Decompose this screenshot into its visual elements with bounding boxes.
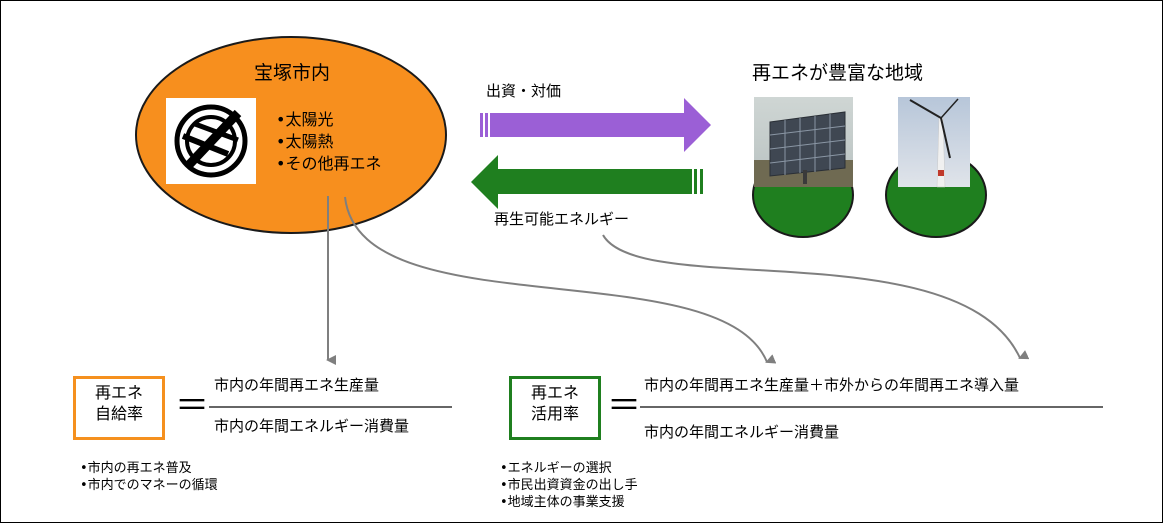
- utilization-label-line2: 活用率: [530, 404, 579, 423]
- connector-utilization-from-region: [602, 234, 1030, 360]
- utilization-numerator: 市内の年間再エネ生産量＋市外からの年間再エネ導入量: [644, 376, 1020, 394]
- utilization-label-line1: 再エネ: [530, 383, 579, 402]
- city-title: 宝塚市内: [254, 62, 331, 84]
- energy-arrow: [471, 155, 703, 209]
- self-sufficiency-equals: ＝: [175, 386, 209, 426]
- utilization-label-box: 再エネ 活用率: [509, 376, 601, 440]
- city-item-solar-thermal: •太陽熱: [276, 132, 334, 151]
- self-sufficiency-label-box: 再エネ 自給率: [73, 376, 165, 440]
- region-title: 再エネが豊富な地域: [752, 62, 924, 84]
- utilization-note: •エネルギーの選択: [500, 461, 612, 476]
- city-item-other-renewables: •その他再エネ: [276, 154, 382, 173]
- utilization-equals: ＝: [607, 386, 641, 426]
- takarazuka-emblem-icon: [166, 98, 256, 184]
- energy-label: 再生可能エネルギー: [494, 210, 630, 228]
- utilization-note: •市民出資資金の出し手: [500, 478, 638, 493]
- self-sufficiency-label-line1: 再エネ: [94, 383, 143, 402]
- connector-utilization-from-city: [344, 196, 777, 364]
- utilization-denominator: 市内の年間エネルギー消費量: [644, 423, 840, 441]
- self-sufficiency-note: •市内の再エネ普及: [80, 461, 192, 476]
- wind-turbine-photo: [885, 97, 987, 238]
- self-sufficiency-label-line2: 自給率: [94, 404, 143, 423]
- city-item-solar-pv: •太陽光: [276, 110, 334, 129]
- solar-panel-photo: [752, 97, 854, 238]
- investment-label: 出資・対価: [486, 82, 562, 100]
- investment-arrow: [480, 98, 711, 152]
- self-sufficiency-numerator: 市内の年間再エネ生産量: [214, 376, 380, 394]
- self-sufficiency-note: •市内でのマネーの循環: [80, 478, 218, 493]
- utilization-note: •地域主体の事業支援: [500, 495, 625, 510]
- self-sufficiency-denominator: 市内の年間エネルギー消費量: [214, 417, 410, 435]
